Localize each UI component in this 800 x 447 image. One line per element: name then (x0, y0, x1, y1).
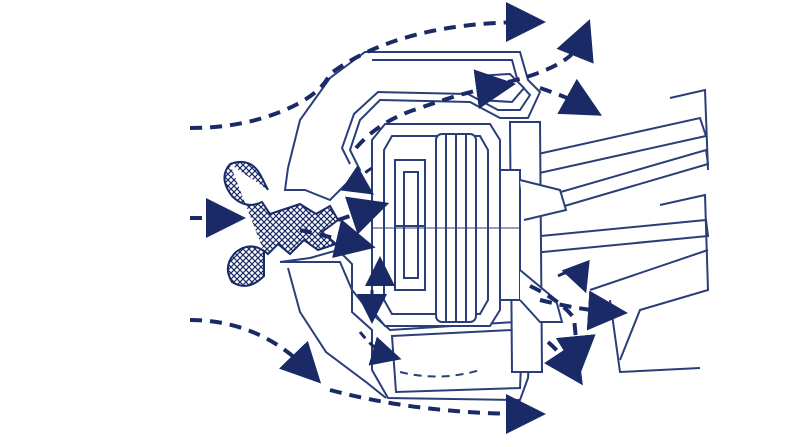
curl-arrow-icon (557, 259, 590, 294)
arrow-dashed-icon (544, 340, 583, 386)
arrow-dashed-icon (329, 388, 546, 434)
arrow-dashed-icon (529, 284, 596, 376)
arrow-dashed-icon (507, 19, 594, 84)
arrow-dashed-icon (354, 69, 516, 150)
mesh-filter (223, 160, 340, 287)
arrow-dashed-icon (189, 2, 546, 130)
vortex-arrows (340, 165, 590, 366)
brake-disc (372, 133, 520, 323)
curl-arrow-icon (358, 331, 402, 366)
curl-arrow-icon (340, 165, 374, 195)
arrow-dashed-icon (299, 219, 376, 259)
arrow-dashed-icon (539, 290, 628, 331)
arrow-dashed-icon (337, 196, 390, 235)
airflow-arrows (189, 2, 628, 434)
arrow-dashed-icon (189, 318, 322, 384)
suspension-arms (518, 88, 710, 374)
arrow-dashed-icon (539, 78, 602, 116)
